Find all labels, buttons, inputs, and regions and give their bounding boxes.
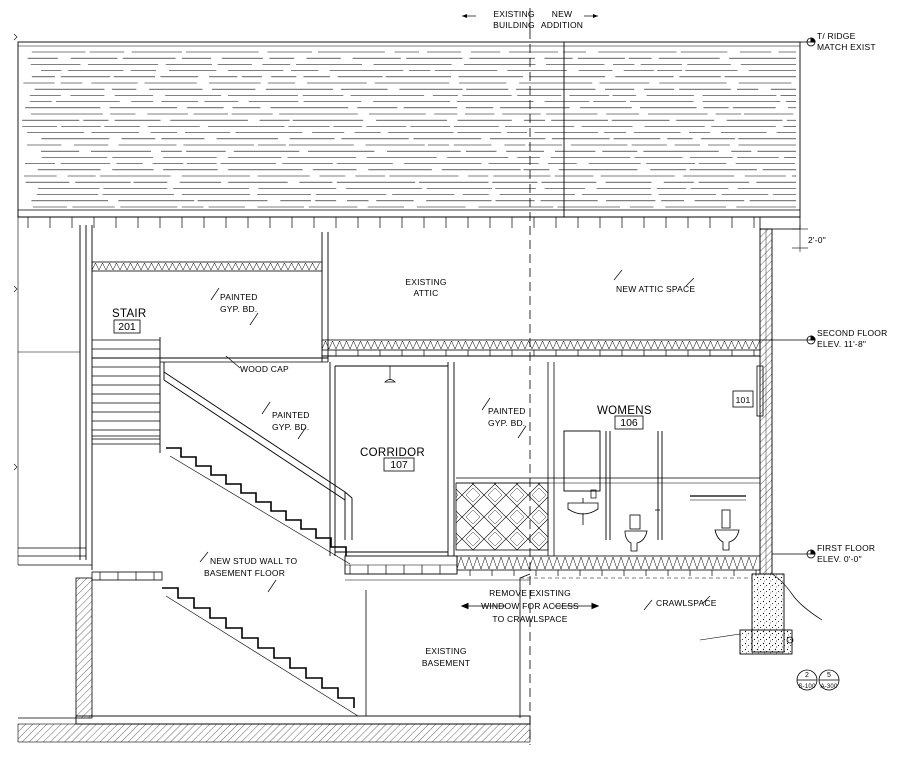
painted-gyp-3b: GYP. BD.	[488, 418, 525, 428]
roof-shingles	[17, 41, 801, 230]
painted-gyp-3a: PAINTED	[488, 406, 526, 416]
section-tag-1-top: 2	[805, 672, 809, 679]
painted-gyp-2b: GYP. BD.	[272, 422, 309, 432]
stud-wall-note-1: NEW STUD WALL TO	[210, 556, 297, 566]
painted-gyp-2a: PAINTED	[272, 410, 310, 420]
first-floor-label-1: FIRST FLOOR	[817, 543, 875, 553]
addition-divider: EXISTING BUILDING NEW ADDITION	[462, 8, 598, 745]
painted-gyp-1b: GYP. BD.	[220, 304, 257, 314]
second-floor-label-2: ELEV. 11'-8"	[817, 339, 866, 349]
stair-room-number: 201	[118, 321, 136, 333]
ridge-label-2: MATCH EXIST	[817, 42, 876, 52]
section-callouts	[796, 669, 840, 691]
new-addition-label-top: NEW	[552, 9, 572, 19]
existing-basement-label-1: EXISTING	[425, 646, 466, 656]
womens-room-number: 106	[620, 417, 638, 429]
remove-window-note-3: TO CRAWLSPACE	[492, 614, 567, 624]
womens-room-name: WOMENS	[597, 405, 652, 417]
drawing-text: T/ RIDGE MATCH EXIST 2'-0" SECOND FLOOR …	[112, 31, 887, 690]
existing-building-label-bottom: BUILDING	[493, 20, 535, 30]
existing-left-wall	[13, 33, 93, 570]
first-floor-label-2: ELEV. 0'-0"	[817, 554, 862, 564]
corridor-room-name: CORRIDOR	[360, 447, 425, 459]
stud-wall-note-2: BASEMENT FLOOR	[204, 568, 285, 578]
dimension-label: 2'-0"	[808, 235, 826, 245]
section-tag-2-top: 5	[827, 672, 831, 679]
remove-window-note-1: REMOVE EXISTING	[489, 588, 571, 598]
corridor-107	[329, 362, 455, 556]
existing-attic-label-2: ATTIC	[414, 288, 439, 298]
room-tag-boxes	[113, 319, 754, 472]
rafter-ticks	[18, 216, 760, 228]
new-addition-label-bottom: ADDITION	[541, 20, 583, 30]
existing-basement-label-2: BASEMENT	[422, 658, 470, 668]
painted-gyp-1a: PAINTED	[220, 292, 258, 302]
existing-attic-label-1: EXISTING	[405, 277, 446, 287]
crawlspace-and-basement	[17, 573, 752, 743]
elevation-markers	[760, 37, 816, 559]
corridor-room-number: 107	[390, 459, 408, 471]
note-leaders	[199, 269, 711, 611]
first-floor-framing	[91, 555, 761, 581]
existing-building-label-top: EXISTING	[493, 9, 534, 19]
section-tag-2-bottom: A-300	[820, 684, 837, 690]
new-attic-label: NEW ATTIC SPACE	[616, 284, 695, 294]
section-tag-1-bottom: S-100	[798, 684, 815, 690]
room-tag-101: 101	[736, 395, 751, 405]
wood-cap-label: WOOD CAP	[240, 364, 289, 374]
stair-enclosure	[91, 232, 329, 453]
stair-room-name: STAIR	[112, 308, 147, 320]
basement-stair-flight	[162, 587, 355, 708]
addition-exterior-wall	[699, 228, 823, 655]
womens-106	[455, 362, 760, 556]
stair-guardrail	[163, 362, 353, 540]
second-floor-label-1: SECOND FLOOR	[817, 328, 887, 338]
remove-window-note-2: WINDOW FOR ACCESS	[481, 601, 579, 611]
main-stair-flight	[166, 447, 347, 556]
crawlspace-label: CRAWLSPACE	[656, 598, 717, 608]
upper-stair-treads	[92, 339, 160, 445]
ridge-label-1: T/ RIDGE	[817, 31, 856, 41]
ceiling-joist-band	[321, 339, 761, 357]
